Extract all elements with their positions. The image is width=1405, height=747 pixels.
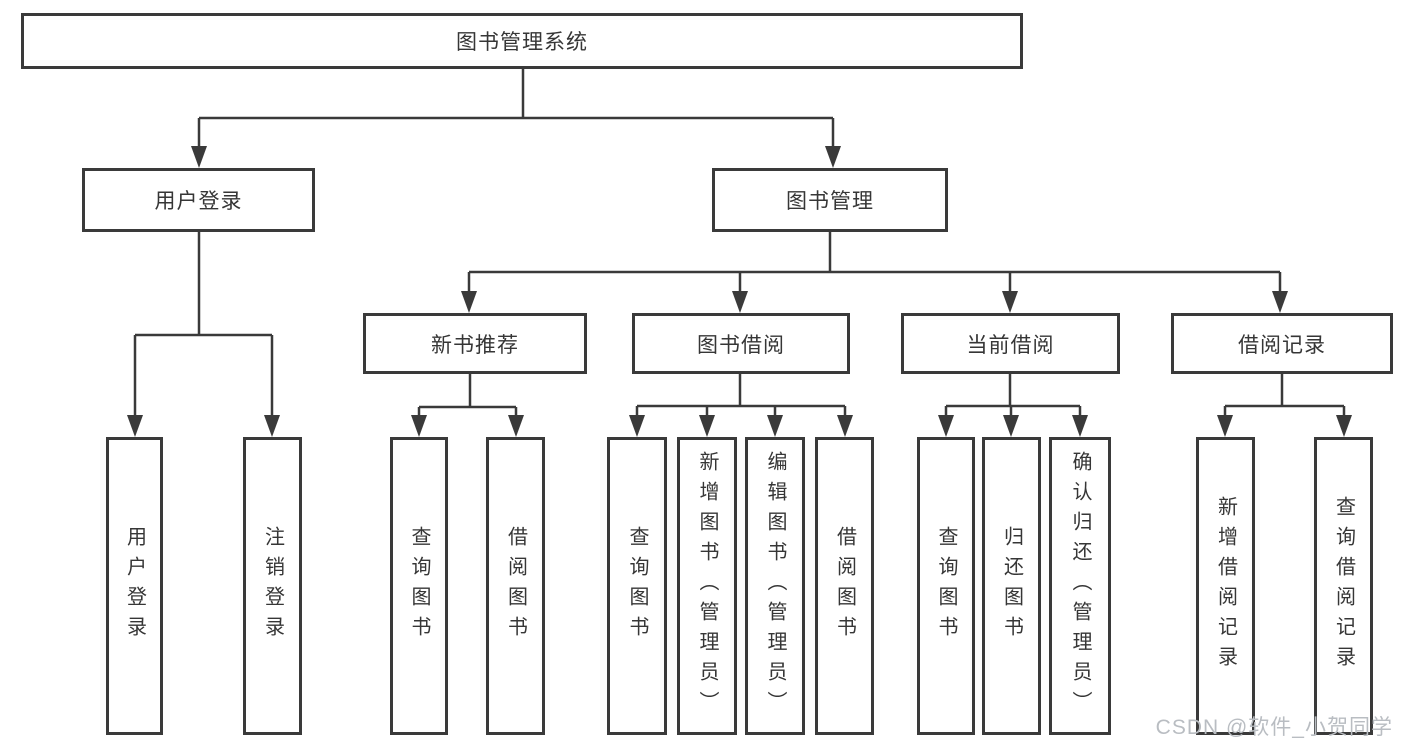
leaf-bb-add-book: 新增图书（管理员） xyxy=(677,437,737,735)
node-borrow-record: 借阅记录 xyxy=(1171,313,1393,374)
leaf-user-login-label: 用户登录 xyxy=(123,526,146,646)
leaf-br-add-record-label: 新增借阅记录 xyxy=(1214,496,1237,676)
leaf-rec-query-book: 查询图书 xyxy=(390,437,448,735)
leaf-cb-return-book: 归还图书 xyxy=(982,437,1041,735)
node-new-book-rec: 新书推荐 xyxy=(363,313,587,374)
leaf-bb-borrow-book-label: 借阅图书 xyxy=(833,526,856,646)
leaf-rec-borrow-book: 借阅图书 xyxy=(486,437,545,735)
leaf-rec-query-book-label: 查询图书 xyxy=(408,526,430,646)
connector-borrow-record-split xyxy=(1217,374,1352,437)
connector-user-login-split xyxy=(127,232,280,437)
leaf-cb-query-book: 查询图书 xyxy=(917,437,975,735)
leaf-logout: 注销登录 xyxy=(243,437,302,735)
node-book-borrow: 图书借阅 xyxy=(632,313,850,374)
leaf-cb-query-book-label: 查询图书 xyxy=(935,526,957,646)
leaf-bb-borrow-book: 借阅图书 xyxy=(815,437,874,735)
node-current-borrow: 当前借阅 xyxy=(901,313,1120,374)
leaf-bb-edit-book-label: 编辑图书（管理员） xyxy=(764,451,786,721)
leaf-cb-confirm-return: 确认归还（管理员） xyxy=(1049,437,1111,735)
leaf-cb-return-book-label: 归还图书 xyxy=(1000,526,1023,646)
leaf-bb-edit-book: 编辑图书（管理员） xyxy=(745,437,805,735)
leaf-logout-label: 注销登录 xyxy=(261,526,284,646)
node-user-login: 用户登录 xyxy=(82,168,315,232)
leaf-rec-borrow-book-label: 借阅图书 xyxy=(504,526,527,646)
connector-current-borrow-split xyxy=(938,374,1088,437)
leaf-cb-confirm-return-label: 确认归还（管理员） xyxy=(1069,451,1091,721)
leaf-br-add-record: 新增借阅记录 xyxy=(1196,437,1255,735)
connector-book-mgmt-split xyxy=(461,232,1288,313)
leaf-bb-query-book-label: 查询图书 xyxy=(626,526,648,646)
leaf-bb-add-book-label: 新增图书（管理员） xyxy=(696,451,718,721)
csdn-watermark: CSDN @软件_小贺同学 xyxy=(1155,716,1393,739)
leaf-bb-query-book: 查询图书 xyxy=(607,437,667,735)
leaf-br-query-record-label: 查询借阅记录 xyxy=(1332,496,1355,676)
node-root: 图书管理系统 xyxy=(21,13,1023,69)
connector-new-book-rec-split xyxy=(411,374,524,437)
leaf-br-query-record: 查询借阅记录 xyxy=(1314,437,1373,735)
node-book-mgmt: 图书管理 xyxy=(712,168,948,232)
connector-root-split xyxy=(191,68,841,168)
connector-book-borrow-split xyxy=(629,374,853,437)
leaf-user-login: 用户登录 xyxy=(106,437,163,735)
